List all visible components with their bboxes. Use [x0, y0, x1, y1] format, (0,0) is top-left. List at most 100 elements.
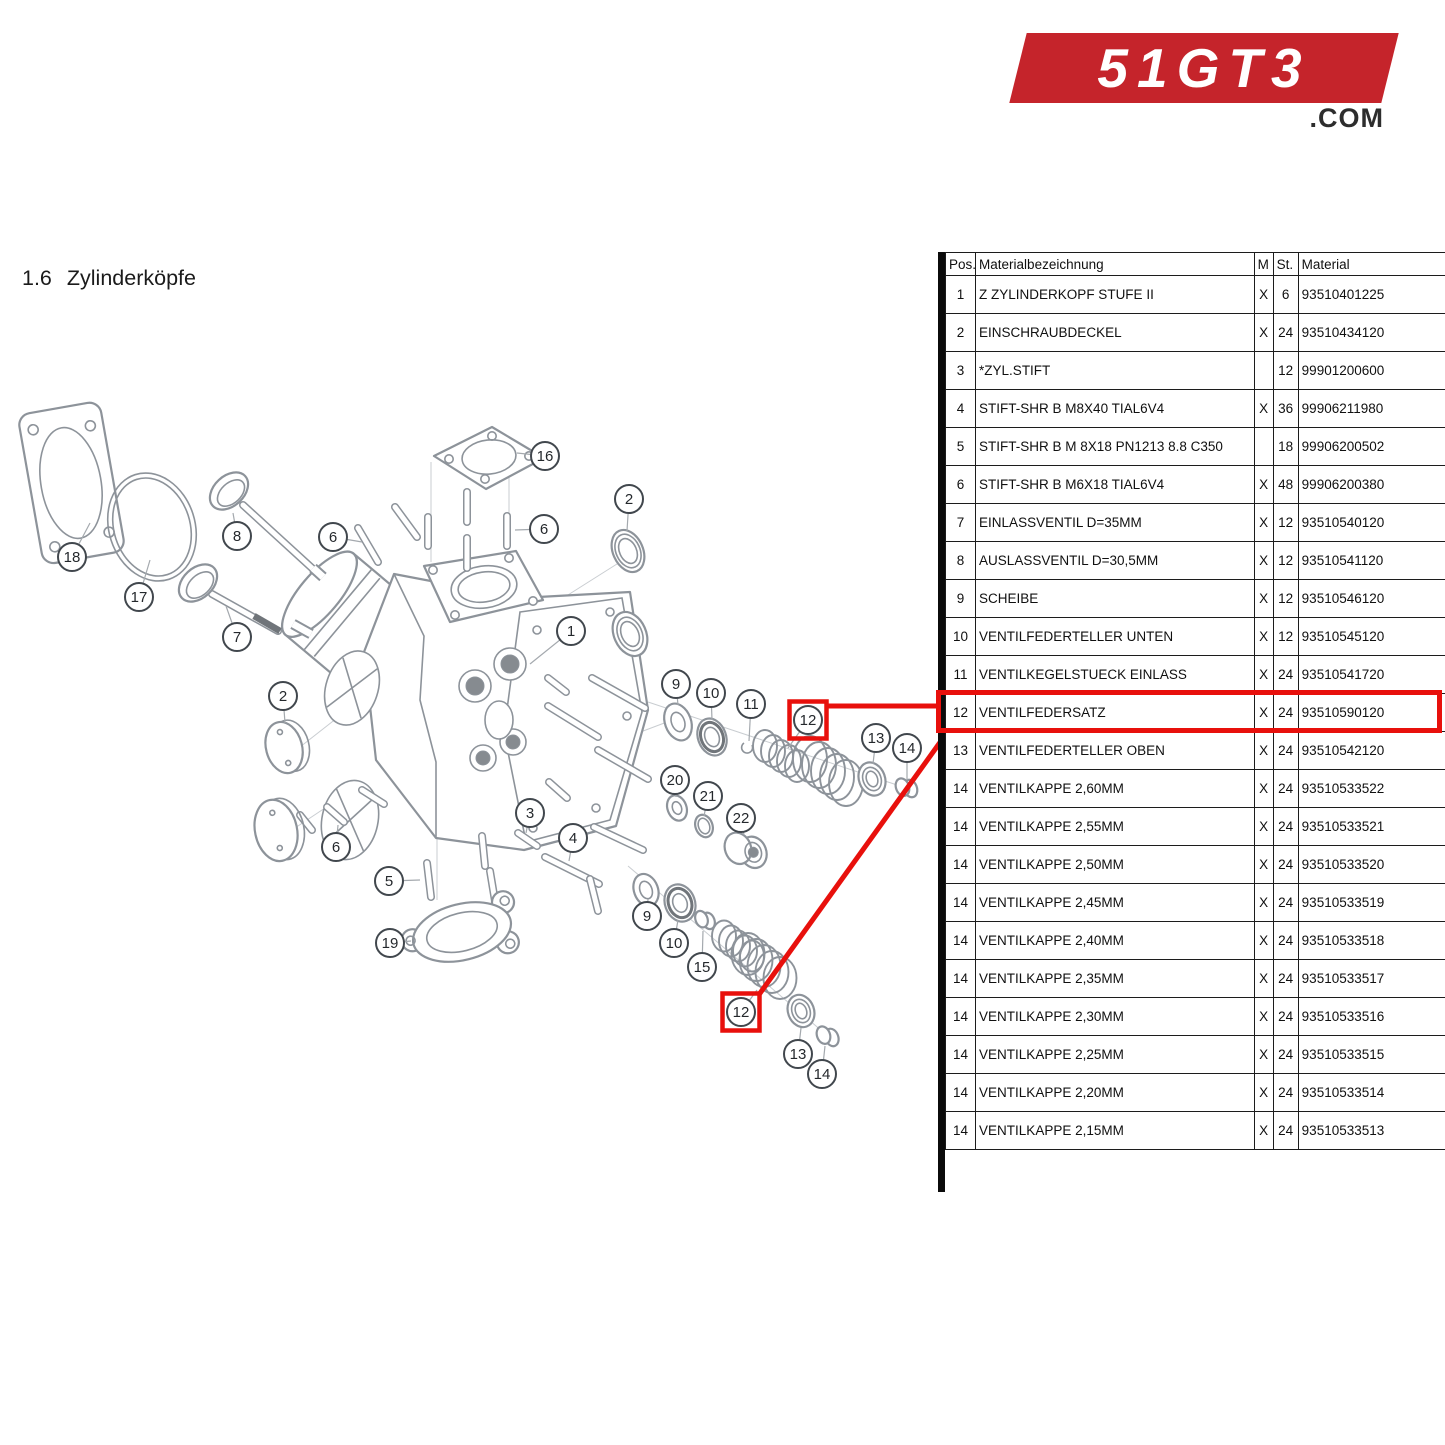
callout-9: [632, 901, 662, 931]
valve-train-lower-drawing: [632, 872, 840, 1048]
callout-2: [614, 484, 644, 514]
pos-cell: 8: [945, 541, 977, 580]
m-cell: X: [1253, 693, 1274, 732]
pos-cell: 11: [945, 655, 977, 694]
svg-text:22: 22: [733, 810, 750, 827]
callout-11: [736, 689, 766, 719]
pos-cell: 14: [945, 959, 977, 998]
st-cell: 12: [1272, 351, 1299, 390]
callout-13: [861, 723, 891, 753]
pos-cell: 13: [945, 731, 977, 770]
svg-text:11: 11: [743, 696, 759, 713]
name-cell: EINSCHRAUBDECKEL: [975, 313, 1255, 352]
pos-cell: 14: [945, 883, 977, 922]
screw-cover-discs-drawing: [253, 719, 311, 863]
material-cell: 93510533513: [1297, 1111, 1445, 1150]
material-cell: 93510533518: [1297, 921, 1445, 960]
st-cell: 6: [1272, 275, 1299, 314]
st-cell: 12: [1272, 617, 1299, 656]
name-cell: Z ZYLINDERKOPF STUFE II: [975, 275, 1255, 314]
pos-cell: 4: [945, 389, 977, 428]
name-cell: *ZYL.STIFT: [975, 351, 1255, 390]
callout-16: [530, 441, 560, 471]
callout-9: [661, 669, 691, 699]
pos-cell: 14: [945, 997, 977, 1036]
callout-6: [318, 522, 348, 552]
pos-cell: 2: [945, 313, 977, 352]
name-cell: VENTILKAPPE 2,20MM: [975, 1073, 1255, 1112]
pos-cell: 5: [945, 427, 977, 466]
exhaust-valve-8-drawing: [208, 471, 327, 582]
material-cell: 93510546120: [1297, 579, 1445, 618]
name-cell: STIFT-SHR B M6X18 TIAL6V4: [975, 465, 1255, 504]
header-m: M: [1253, 252, 1274, 276]
material-cell: 93510542120: [1297, 731, 1445, 770]
pos-cell: 14: [945, 845, 977, 884]
svg-text:4: 4: [569, 830, 577, 847]
site-logo[interactable]: 51GT3: [1009, 33, 1399, 103]
material-cell: 93510533514: [1297, 1073, 1445, 1112]
name-cell: STIFT-SHR B M 8X18 PN1213 8.8 C350: [975, 427, 1255, 466]
header-st: St.: [1272, 252, 1299, 276]
m-cell: X: [1253, 655, 1274, 694]
svg-text:3: 3: [526, 805, 534, 822]
st-cell: 12: [1272, 541, 1299, 580]
m-cell: X: [1253, 769, 1274, 808]
m-cell: X: [1253, 503, 1274, 542]
svg-text:12: 12: [733, 1004, 750, 1021]
logo-wordmark: 51GT3: [1097, 37, 1311, 99]
callout-18: [57, 542, 87, 572]
callout-14: [892, 733, 922, 763]
svg-text:6: 6: [332, 839, 340, 856]
callout-10: [696, 678, 726, 708]
name-cell: STIFT-SHR B M8X40 TIAL6V4: [975, 389, 1255, 428]
st-cell: 12: [1272, 579, 1299, 618]
m-cell: X: [1253, 845, 1274, 884]
callout-8: [222, 521, 252, 551]
m-cell: X: [1253, 275, 1274, 314]
m-cell: X: [1253, 731, 1274, 770]
svg-text:14: 14: [899, 740, 916, 757]
m-cell: X: [1253, 921, 1274, 960]
m-cell: X: [1253, 617, 1274, 656]
st-cell: 24: [1272, 313, 1299, 352]
svg-text:5: 5: [385, 873, 393, 890]
name-cell: EINLASSVENTIL D=35MM: [975, 503, 1255, 542]
st-cell: 24: [1272, 693, 1299, 732]
name-cell: VENTILKAPPE 2,15MM: [975, 1111, 1255, 1150]
material-cell: 93510533520: [1297, 845, 1445, 884]
material-cell: 93510533515: [1297, 1035, 1445, 1074]
name-cell: VENTILFEDERTELLER UNTEN: [975, 617, 1255, 656]
callout-5: [374, 866, 404, 896]
pos-cell: 3: [945, 351, 977, 390]
m-cell: [1253, 351, 1274, 390]
callout-20: [660, 765, 690, 795]
exhaust-gasket-19-drawing: [400, 890, 520, 963]
svg-text:7: 7: [233, 629, 241, 646]
